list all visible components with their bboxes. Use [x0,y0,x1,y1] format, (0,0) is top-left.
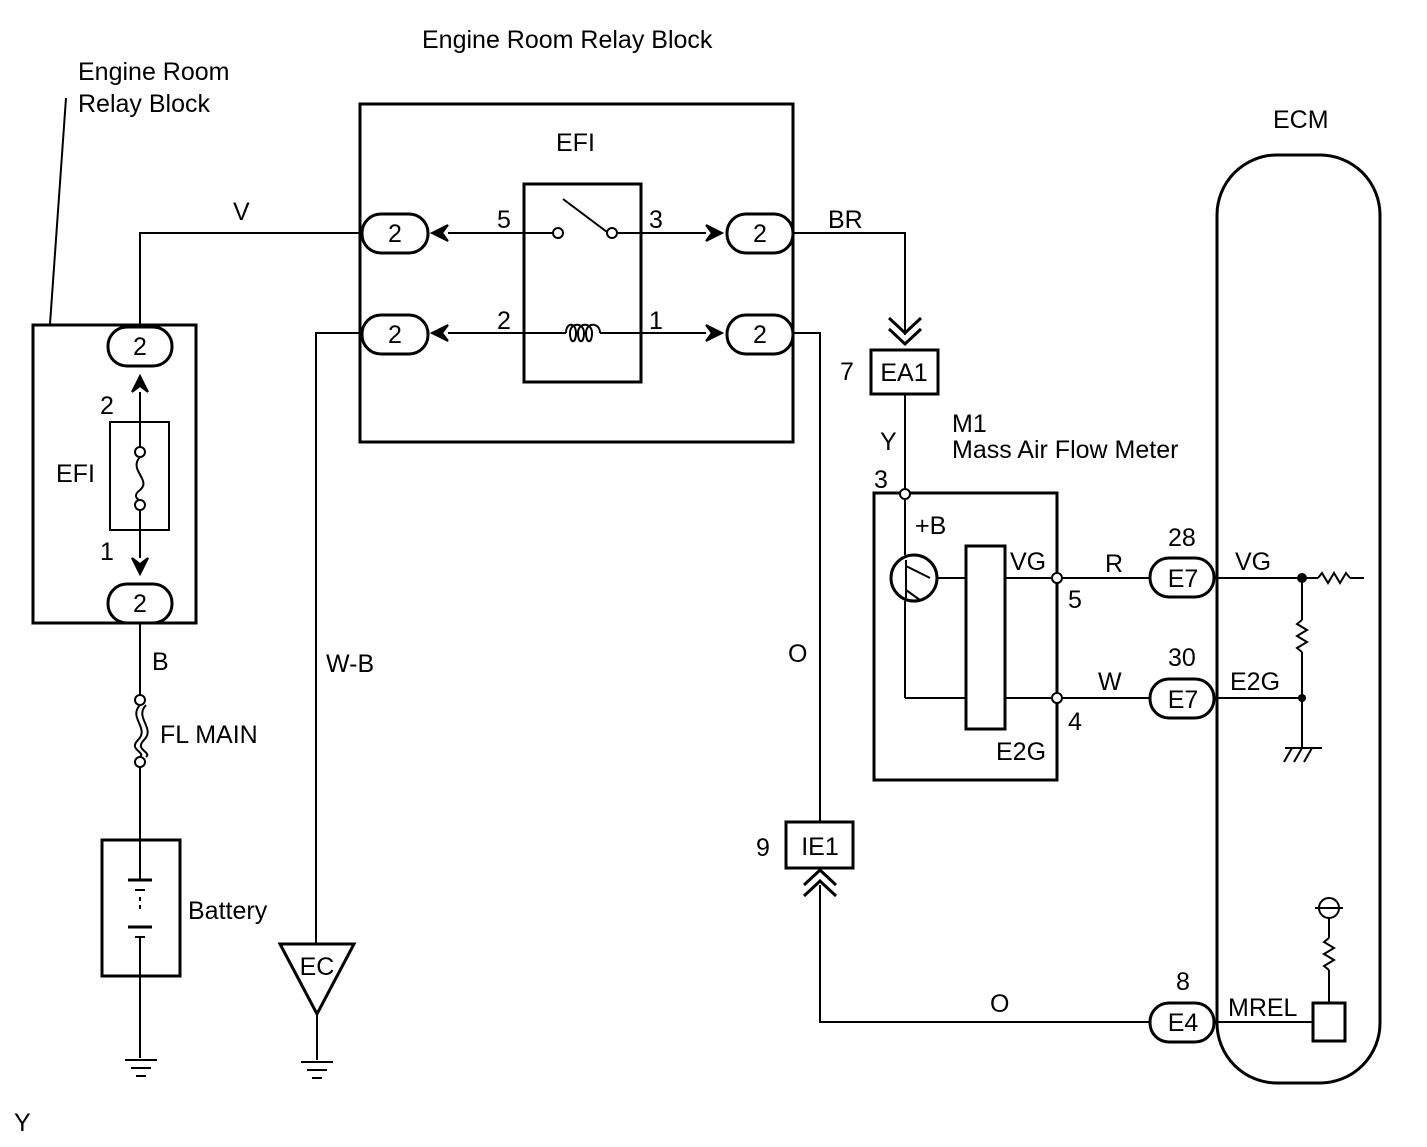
ea1-pin: 7 [840,358,854,386]
fl-main-fusible-link [133,704,143,758]
wire-o-vertical-label: O [788,640,807,668]
mrel-resistor [1322,937,1336,971]
ec-ground-triangle [277,942,357,1018]
ie1-connector-chevron [802,867,838,898]
maf-plus-b-label: +B [915,512,946,540]
e4-pin: 8 [1176,968,1190,996]
maf-pin-5: 5 [1068,586,1082,614]
relay-pill-right-top-label: 2 [753,220,767,248]
left-title-leader-line [49,97,67,325]
fuse-bottom-arrow [131,557,149,577]
wire-w-b-label: W-B [326,650,374,678]
wire-r-label: R [1105,550,1123,578]
mrel-driver-box [1311,1001,1347,1043]
fuse-top-arrow [131,373,149,393]
efi-fuse-label: EFI [56,460,95,488]
ea1-connector-chevron [887,316,923,347]
wire-w-b [315,332,362,944]
wire-v-label: V [233,198,250,226]
relay-pin-1: 1 [649,307,663,335]
corner-mark: Y [14,1109,31,1137]
fuse-left-bottom-pill-label: 2 [133,590,147,618]
wire-o-lower [819,885,1150,1023]
efi-fuse-element [134,456,145,501]
wire-br [793,232,906,335]
wire-br-label: BR [828,206,863,234]
efi-relay-label: EFI [556,129,595,157]
ie1-connector-box [784,820,855,870]
relay-block-left-title-line2: Relay Block [78,90,210,118]
fl-main-label: FL MAIN [160,721,258,749]
battery-label: Battery [188,897,268,925]
maf-pin-4: 4 [1068,708,1082,736]
e4-connector-label: E4 [1168,1009,1199,1037]
relay-arrow-left-top [429,224,449,242]
relay-arrow-right-top [705,224,725,242]
relay-pin-5: 5 [497,206,511,234]
ecm-vg-resistor [1317,571,1351,585]
ecm-box [1215,153,1382,1085]
fuse-left-top-pill-label: 2 [133,333,147,361]
engine-room-relay-block-box [358,102,795,444]
e7-e2g-pin: 30 [1168,644,1196,672]
e4-connector [1148,1001,1216,1044]
relay-coil [565,323,601,343]
maf-e2g-label: E2G [996,738,1046,766]
wire-b-label: B [152,648,169,676]
wire-w-label: W [1098,668,1122,696]
ecm-pulldown-resistor [1295,619,1309,653]
maf-meter-box [872,491,1059,782]
relay-pill-right-bottom [725,313,795,356]
wire-v [139,232,362,327]
efi-fuse-box [109,421,170,531]
relay-switch-contact [562,198,608,233]
relay-block-main-title: Engine Room Relay Block [422,26,713,54]
ie1-connector-label: IE1 [801,833,839,861]
relay-block-left-title-line1: Engine Room [78,58,229,86]
fuse-pin-2: 2 [100,392,114,420]
ecm-vg-label: VG [1235,548,1271,576]
wire-o-bottom-label: O [990,990,1009,1018]
maf-name-label: Mass Air Flow Meter [952,436,1178,464]
ea1-connector-label: EA1 [880,359,927,387]
left-relay-block-box [31,323,198,625]
ecm-e2g-label: E2G [1230,668,1280,696]
relay-pill-right-bottom-label: 2 [753,321,767,349]
relay-pill-left-top [360,212,430,255]
efi-relay-box [522,182,643,384]
ecm-title: ECM [1273,106,1329,134]
ecm-mrel-label: MREL [1228,994,1298,1022]
relay-pill-left-top-label: 2 [388,220,402,248]
maf-vg-label: VG [1010,548,1046,576]
e7-connector-vg-label: E7 [1168,565,1199,593]
ec-ground-label: EC [300,953,335,981]
e7-vg-pin: 28 [1168,524,1196,552]
relay-pill-left-bottom-label: 2 [388,321,402,349]
ie1-pin: 9 [756,834,770,862]
relay-pin-3: 3 [649,206,663,234]
e7-connector-e2g [1148,677,1216,720]
fuse-pin-1: 1 [100,538,114,566]
e7-connector-vg [1148,556,1216,599]
relay-arrow-right-bottom [705,324,725,342]
maf-transistor [889,553,939,603]
wire-o-upper [793,332,821,822]
relay-pill-left-bottom [360,313,430,356]
maf-code-label: M1 [952,410,987,438]
maf-sensing-element [964,544,1007,731]
maf-pin-3: 3 [874,466,888,494]
relay-pin-2: 2 [497,307,511,335]
e7-connector-e2g-label: E7 [1168,686,1199,714]
relay-arrow-left-bottom [429,324,449,342]
wire-y-label: Y [880,428,897,456]
